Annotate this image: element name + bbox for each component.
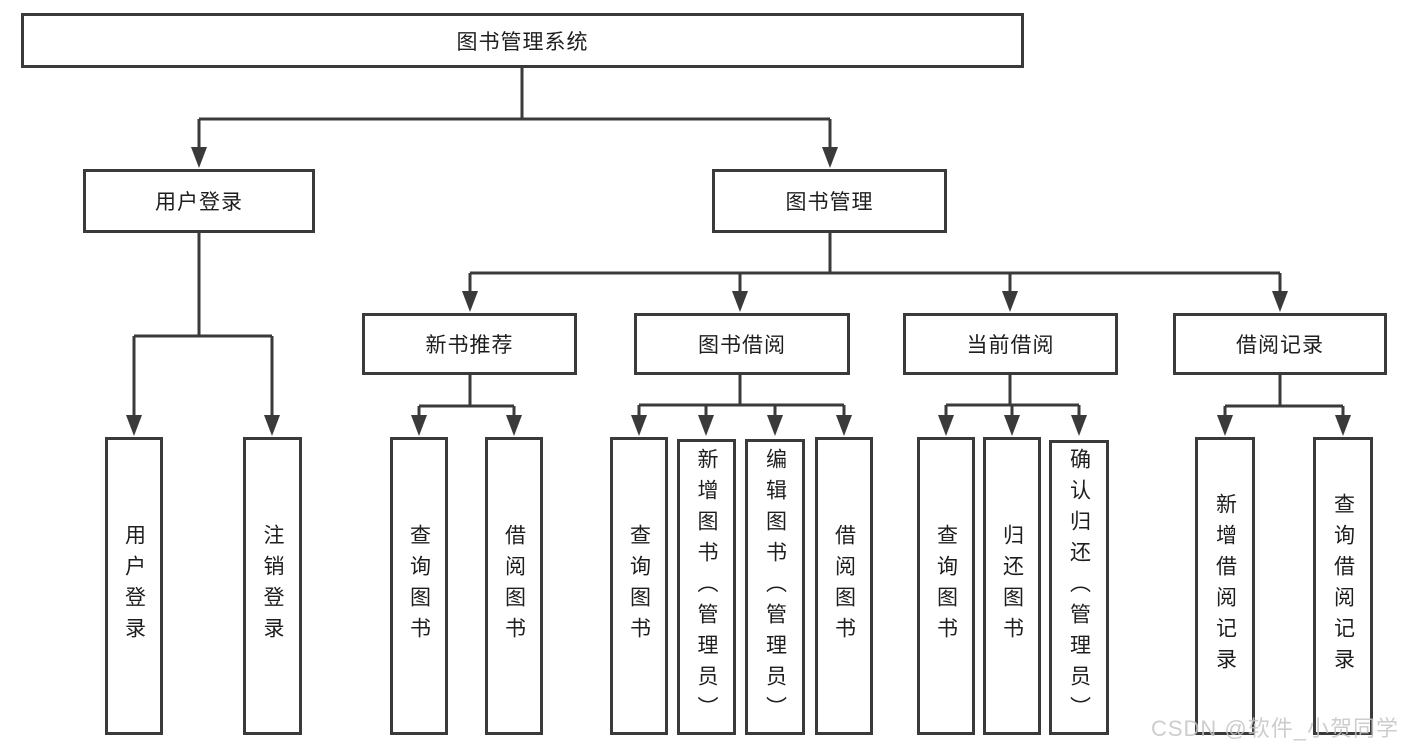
arrowhead	[462, 291, 478, 312]
arrowhead	[732, 291, 748, 312]
node-user-login: 用户登录	[83, 169, 315, 233]
arrowhead	[191, 147, 207, 168]
csdn-watermark: CSDN @软件_小贺同学	[1150, 716, 1399, 741]
arrowhead	[506, 415, 522, 436]
leaf-label: 借阅图书	[832, 524, 856, 648]
arrowhead	[126, 415, 142, 436]
leaf-label: 编辑图书（管理员）	[763, 447, 787, 727]
arrowhead	[631, 415, 647, 436]
arrowhead	[698, 415, 714, 436]
leaf-label: 用户登录	[122, 524, 146, 648]
arrowhead	[1217, 415, 1233, 436]
node-new-book-recommendation: 新书推荐	[362, 313, 577, 375]
node-current-borrowing: 当前借阅	[903, 313, 1118, 375]
leaf-user-login: 用户登录	[105, 437, 163, 735]
node-root-library-management-system: 图书管理系统	[21, 13, 1024, 68]
leaf-return-book: 归还图书	[983, 437, 1041, 735]
leaf-borrow-books-recommend: 借阅图书	[485, 437, 543, 735]
leaf-add-borrow-record: 新增借阅记录	[1195, 437, 1255, 735]
leaf-label: 确认归还（管理员）	[1067, 448, 1091, 727]
leaf-label: 归还图书	[1000, 524, 1024, 648]
leaf-logout: 注销登录	[243, 437, 302, 735]
leaf-confirm-return-admin: 确认归还（管理员）	[1049, 440, 1109, 735]
leaf-query-books-current: 查询图书	[917, 437, 975, 735]
leaf-query-books-borrowing: 查询图书	[610, 437, 668, 735]
arrowhead	[1272, 291, 1288, 312]
leaf-label: 借阅图书	[502, 524, 526, 648]
node-borrowing-records: 借阅记录	[1173, 313, 1387, 375]
arrowhead	[1071, 415, 1087, 436]
arrowhead	[264, 415, 280, 436]
leaf-label: 查询图书	[627, 524, 651, 648]
arrowhead	[822, 147, 838, 168]
leaf-label: 查询借阅记录	[1331, 493, 1355, 679]
arrowhead	[1002, 291, 1018, 312]
leaf-query-books-recommend: 查询图书	[390, 437, 448, 735]
node-book-management: 图书管理	[712, 169, 947, 233]
leaf-borrow-books-borrowing: 借阅图书	[815, 437, 873, 735]
leaf-label: 查询图书	[407, 524, 431, 648]
leaf-label: 查询图书	[934, 524, 958, 648]
leaf-label: 注销登录	[261, 524, 284, 648]
arrowhead	[938, 415, 954, 436]
leaf-query-borrow-record: 查询借阅记录	[1313, 437, 1373, 735]
node-book-borrowing: 图书借阅	[634, 313, 850, 375]
leaf-label: 新增借阅记录	[1213, 493, 1237, 679]
arrowhead	[836, 415, 852, 436]
arrowhead	[1335, 415, 1351, 436]
leaf-edit-book-admin: 编辑图书（管理员）	[745, 439, 805, 735]
leaf-label: 新增图书（管理员）	[695, 447, 718, 727]
arrowhead	[767, 415, 783, 436]
arrowhead	[411, 415, 427, 436]
arrowhead	[1004, 415, 1020, 436]
leaf-add-book-admin: 新增图书（管理员）	[677, 439, 736, 735]
